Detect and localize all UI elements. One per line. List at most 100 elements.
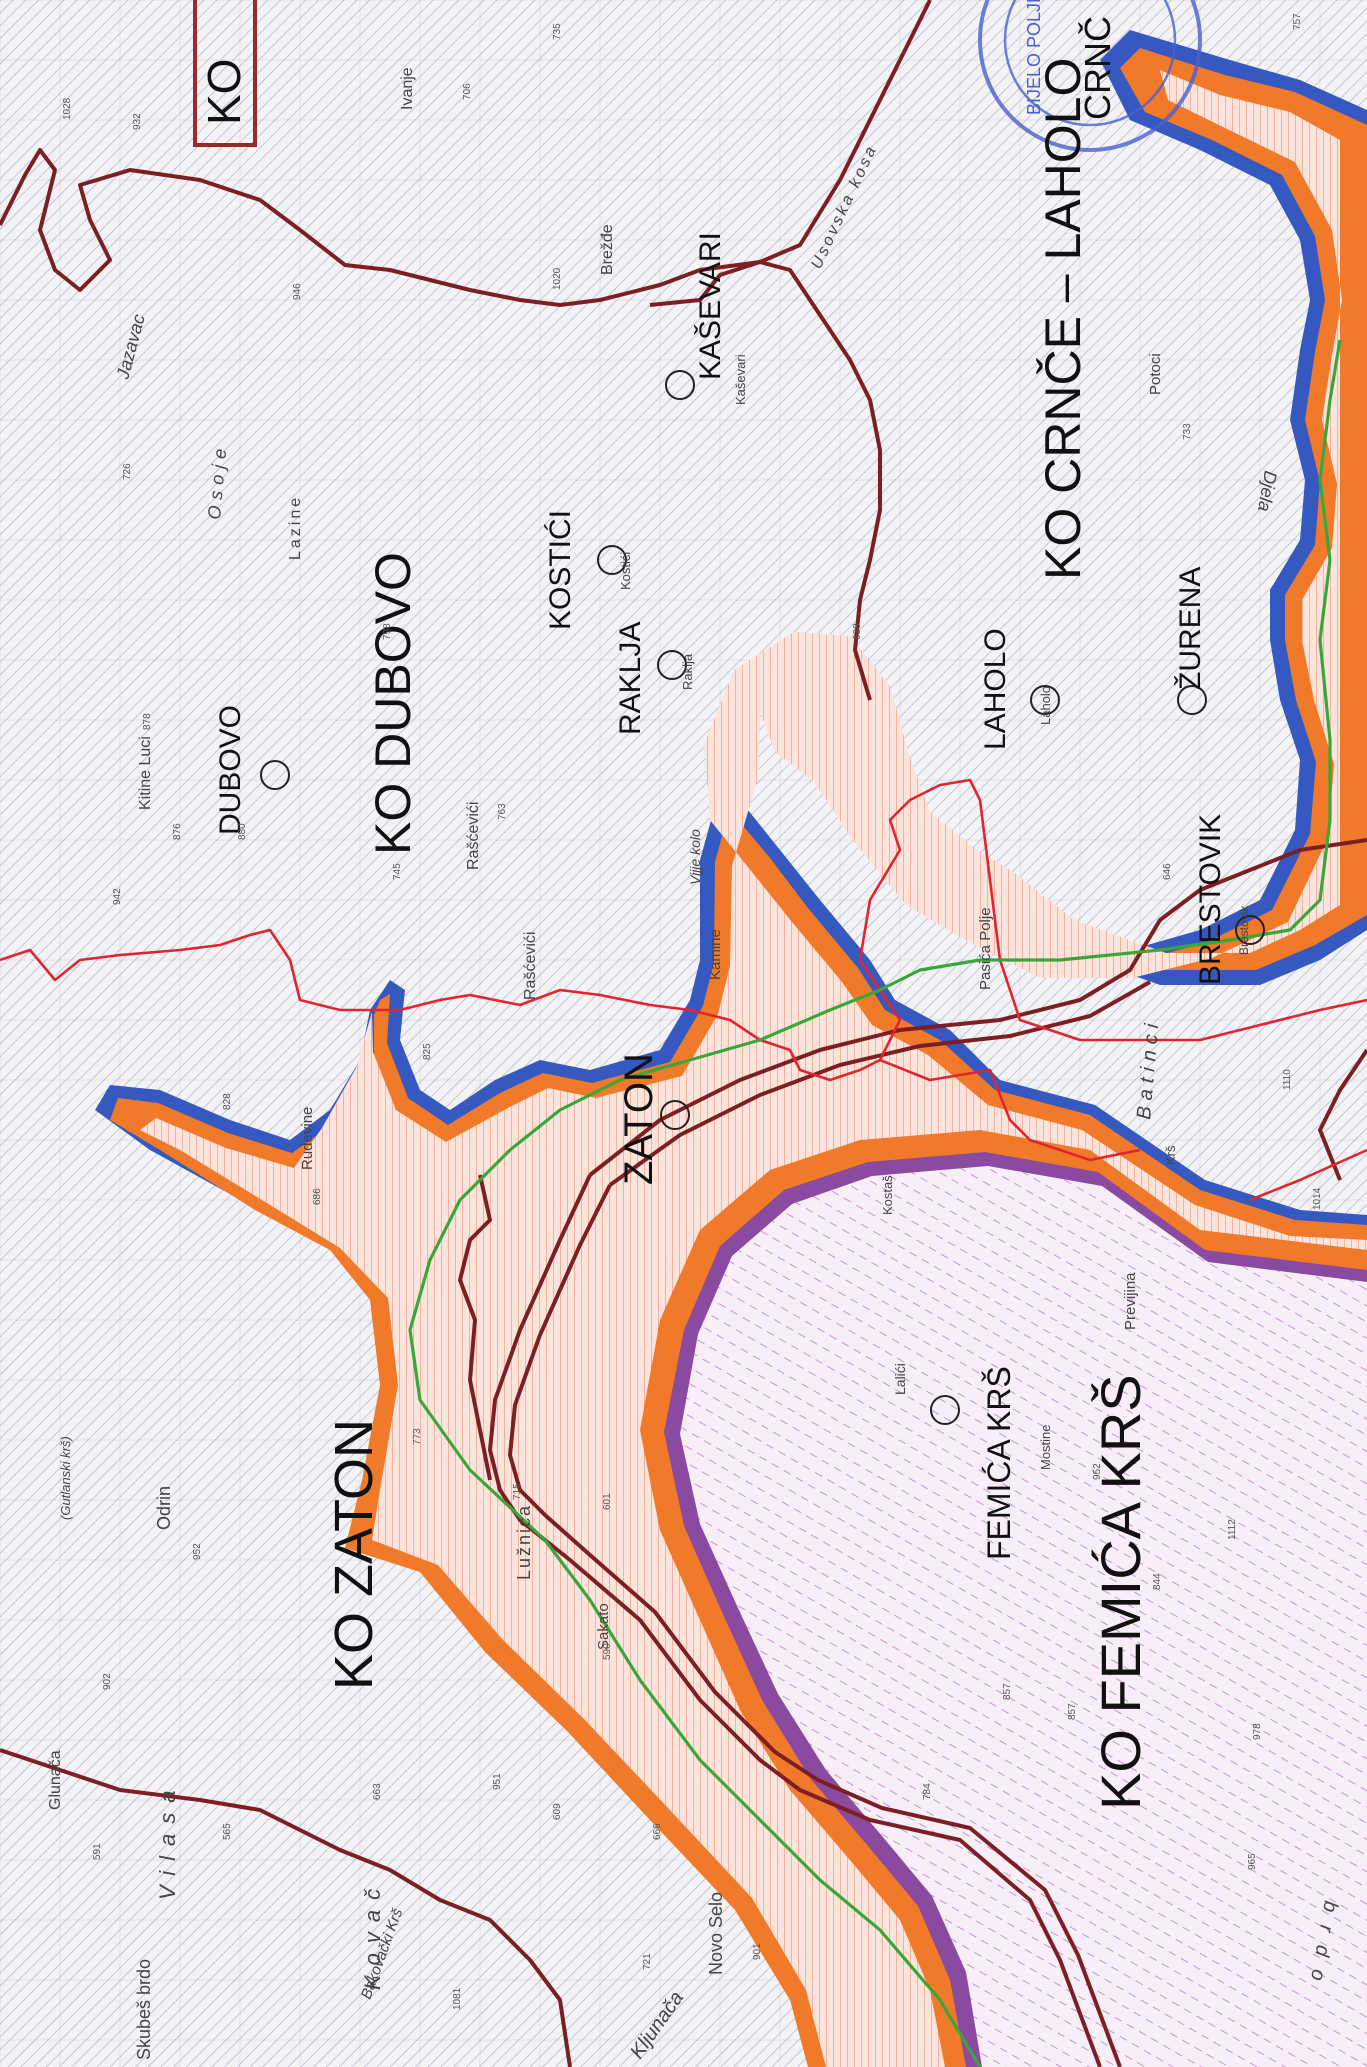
settlement-zurena: ŽURENA — [1174, 567, 1207, 690]
zone-label-crnc: CRNČ — [1077, 16, 1118, 120]
settlement-circle-zaton — [660, 1100, 690, 1130]
place-brezde: Brežđe — [599, 224, 616, 275]
settlement-kasevari: KAŠEVARI — [693, 232, 727, 380]
zone-label-ko-femica: KO FEMIĆA KRŠ — [1089, 1374, 1152, 1810]
place-laholo-small: Laholo — [1038, 686, 1053, 725]
elevation-label: 857 — [1067, 1703, 1078, 1720]
green-line — [408, 339, 1342, 2067]
elevation-label: 1028 — [62, 97, 73, 120]
elevation-label: 965 — [1247, 1853, 1258, 1870]
place-vilasa: Vilasa — [155, 1780, 180, 1900]
elevation-label: 706 — [462, 83, 473, 100]
place-ivanje: Ivanje — [399, 67, 416, 110]
elevation-label: 844 — [1152, 1573, 1163, 1590]
zone-label-ko-zaton: KO ZATON — [324, 1419, 384, 1690]
elevation-label: 1081 — [452, 1987, 463, 2010]
femica-zone — [640, 1130, 1367, 2067]
elevation-label: 773 — [412, 1428, 423, 1445]
elevation-label: 601 — [602, 1493, 613, 1510]
place-rascevici1: Rašćevići — [465, 802, 482, 870]
elevation-label: 942 — [112, 888, 123, 905]
settlement-circle-kasevari — [665, 370, 695, 400]
elevation-label: 609 — [552, 1803, 563, 1820]
place-sakato: Sakato — [595, 1603, 612, 1650]
elevation-label: 646 — [1162, 863, 1173, 880]
settlement-laholo: LAHOLO — [979, 628, 1012, 750]
place-potoci: Potoci — [1147, 353, 1164, 395]
settlement-circle-brestovik — [1235, 915, 1265, 945]
elevation-label: 880 — [237, 823, 248, 840]
place-previjina: Previjina — [1122, 1272, 1139, 1330]
elevation-label: 946 — [292, 283, 303, 300]
elevation-label: 978 — [1252, 1723, 1263, 1740]
elevation-label: 901 — [752, 1943, 763, 1960]
elevation-label: 763 — [497, 803, 508, 820]
zone-label-ko-crnce: KO CRNČE – LAHOLO — [1035, 58, 1091, 580]
place-raklja-small: Raklja — [680, 653, 695, 690]
elevation-label: 735 — [552, 23, 563, 40]
elevation-label: 638 — [852, 623, 863, 640]
place-kamine: Kamine — [707, 929, 724, 980]
place-novo-selo: Novo Selo — [706, 1892, 726, 1975]
place-lalici: Lalići — [892, 1363, 908, 1395]
place-kovac: Kovač — [360, 1879, 385, 1990]
place-skubes: Skubeš brdo — [134, 1959, 154, 2060]
elevation-label: 757 — [1292, 13, 1303, 30]
settlement-brestovik: BRESTOVIK — [1194, 814, 1227, 985]
ko-top-label: KO — [198, 59, 250, 125]
elevation-label: 590 — [602, 1643, 613, 1660]
elevation-label: 591 — [92, 1843, 103, 1860]
settlement-circle-raklja — [657, 650, 687, 680]
settlement-dubovo: DUBOVO — [214, 705, 247, 835]
elevation-label: 663 — [372, 1783, 383, 1800]
settlement-circle-laholo — [1030, 685, 1060, 715]
place-kostici-small: Kostići — [618, 552, 633, 590]
elevation-label: 733 — [1182, 423, 1193, 440]
settlement-zaton: ZATON — [617, 1053, 661, 1185]
elevation-label: 721 — [642, 1953, 653, 1970]
place-kostas: Kostaš — [880, 1175, 895, 1215]
elevation-label: 1014 — [1312, 1187, 1323, 1210]
settlement-kostici: KOSTIĆI — [544, 510, 577, 630]
elevation-label: 932 — [132, 113, 143, 130]
red-boundary — [0, 778, 1367, 1202]
place-luznica: Lužnica — [514, 1504, 534, 1580]
elevation-label: 745 — [392, 863, 403, 880]
elevation-label: 726 — [122, 463, 133, 480]
elevation-label: 798 — [382, 623, 393, 640]
settlement-circle-zurena — [1177, 685, 1207, 715]
elevation-label: 878 — [142, 713, 153, 730]
elevation-label: 952 — [1092, 1463, 1103, 1480]
elevation-label: 565 — [222, 1823, 233, 1840]
place-pasica: Pasića Polje — [977, 907, 994, 990]
stamp-text: BIJELO POLJE — [1024, 0, 1044, 115]
elevation-label: 951 — [492, 1773, 503, 1790]
place-gutlanski: (Gutlanski krš) — [58, 1436, 73, 1520]
elevation-label: 784 — [922, 1783, 933, 1800]
elevation-label: 828 — [222, 1093, 233, 1110]
elevation-label: 1020 — [552, 267, 563, 290]
settlement-circle-femica — [930, 1395, 960, 1425]
place-rudevine: Rudevine — [299, 1107, 316, 1170]
place-krs: Krš — [1163, 1145, 1178, 1165]
ko-title-box — [193, 0, 257, 147]
elevation-label: 857 — [1002, 1683, 1013, 1700]
elevation-label: 1112 — [1227, 1519, 1238, 1540]
elevation-label: 952 — [192, 1543, 203, 1560]
place-rascevici2: Rašćevići — [522, 932, 539, 1000]
settlement-markers — [260, 370, 1265, 1425]
place-kasevari-small: Kaševari — [733, 354, 748, 405]
elevation-label: 715 — [512, 1483, 523, 1500]
elevation-label: 686 — [312, 1188, 323, 1205]
settlement-femica: FEMIĆA KRŠ — [981, 1366, 1017, 1560]
place-kitine: Kitine Luci — [137, 736, 154, 810]
place-odrin: Odrin — [154, 1486, 174, 1530]
place-vijje: Vijje kolo — [687, 829, 703, 885]
elevation-label: 1110 — [1282, 1069, 1293, 1090]
elevation-label: 666 — [652, 1823, 663, 1840]
elevation-labels: 1028932706735946102087872687694288079874… — [62, 13, 1323, 2010]
settlement-raklja: RAKLJA — [614, 622, 647, 735]
place-glunaca: Glunača — [47, 1750, 64, 1810]
